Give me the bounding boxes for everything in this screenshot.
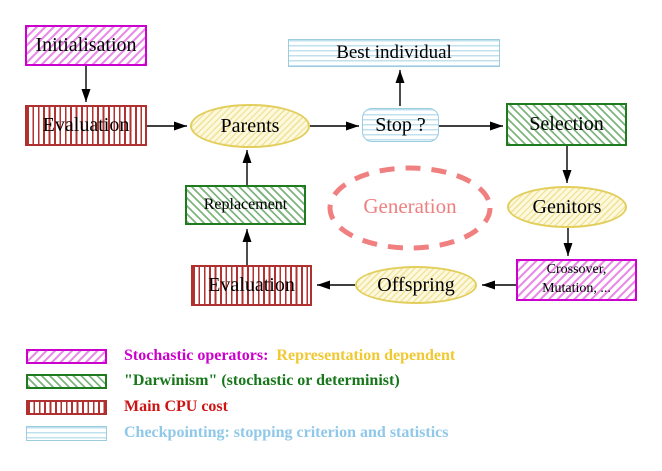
- node-crossover-line2: Mutation, ...: [542, 281, 611, 296]
- node-best-individual: Best individual: [288, 39, 500, 67]
- arrows: [81, 66, 573, 290]
- legend-row-stochastic: Stochastic operators: Representation dep…: [26, 347, 455, 365]
- node-parents: Parents: [190, 104, 310, 148]
- node-stop: Stop ?: [362, 108, 439, 142]
- legend-label-darwinism: "Darwinism" (stochastic or determinist): [124, 372, 400, 389]
- node-crossover-line1: Crossover,: [546, 262, 607, 278]
- node-replacement: Replacement: [185, 185, 306, 225]
- node-stop-label: Stop ?: [375, 113, 426, 136]
- node-offspring: Offspring: [355, 266, 477, 304]
- legend-label-checkpointing: Checkpointing: stopping criterion and st…: [124, 424, 449, 441]
- legend-label-stochastic: Stochastic operators: Representation dep…: [124, 347, 455, 365]
- node-parents-label: Parents: [220, 114, 280, 137]
- node-offspring-label: Offspring: [377, 273, 455, 296]
- node-replacement-label: Replacement: [203, 196, 288, 213]
- node-selection-label: Selection: [529, 113, 604, 135]
- legend-row-cpu-cost: Main CPU cost: [26, 398, 228, 416]
- node-selection: Selection: [506, 103, 627, 146]
- legend-label-representation-text: Representation dependent: [276, 347, 456, 364]
- legend-swatch-cyan-stripes: [26, 425, 107, 441]
- legend-swatch-green-hatch: [26, 373, 107, 389]
- generation-label: Generation: [363, 194, 457, 218]
- legend-label-cpu-cost: Main CPU cost: [124, 398, 228, 415]
- node-initialisation: Initialisation: [25, 25, 147, 66]
- node-crossover-mutation: Crossover, Mutation, ...: [516, 259, 637, 301]
- node-evaluation-top-label: Evaluation: [42, 114, 130, 136]
- node-best-individual-label: Best individual: [336, 42, 452, 63]
- legend-swatch-magenta-hatch: [26, 348, 107, 364]
- node-genitors-label: Genitors: [532, 195, 602, 218]
- legend-row-checkpointing: Checkpointing: stopping criterion and st…: [26, 424, 448, 442]
- node-evaluation-bottom: Evaluation: [191, 265, 312, 306]
- node-evaluation-top: Evaluation: [25, 105, 147, 146]
- node-genitors: Genitors: [507, 186, 627, 228]
- legend-row-darwinism: "Darwinism" (stochastic or determinist): [26, 372, 400, 390]
- node-evaluation-bottom-label: Evaluation: [208, 274, 295, 296]
- node-initialisation-label: Initialisation: [35, 34, 137, 56]
- legend-label-stochastic-text: Stochastic operators:: [124, 347, 269, 364]
- legend-swatch-red-stripes: [26, 399, 107, 415]
